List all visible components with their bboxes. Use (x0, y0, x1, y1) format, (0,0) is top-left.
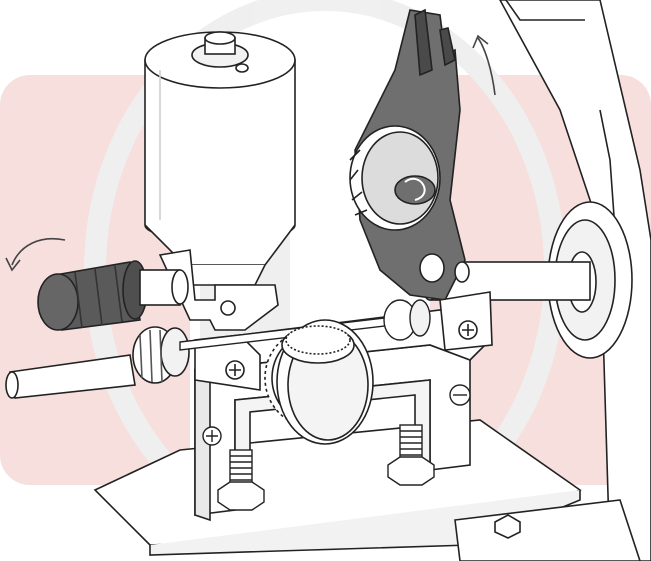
tension-knob (37, 260, 189, 331)
bracket-screws (202, 384, 471, 446)
curved-arrow-up-icon (472, 34, 496, 96)
spool-hub (421, 201, 633, 359)
machine-side-panel (499, 0, 651, 561)
drive-roller (264, 319, 374, 445)
wire-spool-cylinder (144, 31, 296, 286)
mounting-studs (217, 424, 435, 511)
wire-inlet-guide (5, 326, 190, 399)
lever-pivot-block (439, 291, 493, 351)
inlet-arm (158, 249, 279, 391)
curved-arrow-counterclockwise-icon (5, 238, 66, 272)
pressure-lever (349, 8, 470, 301)
